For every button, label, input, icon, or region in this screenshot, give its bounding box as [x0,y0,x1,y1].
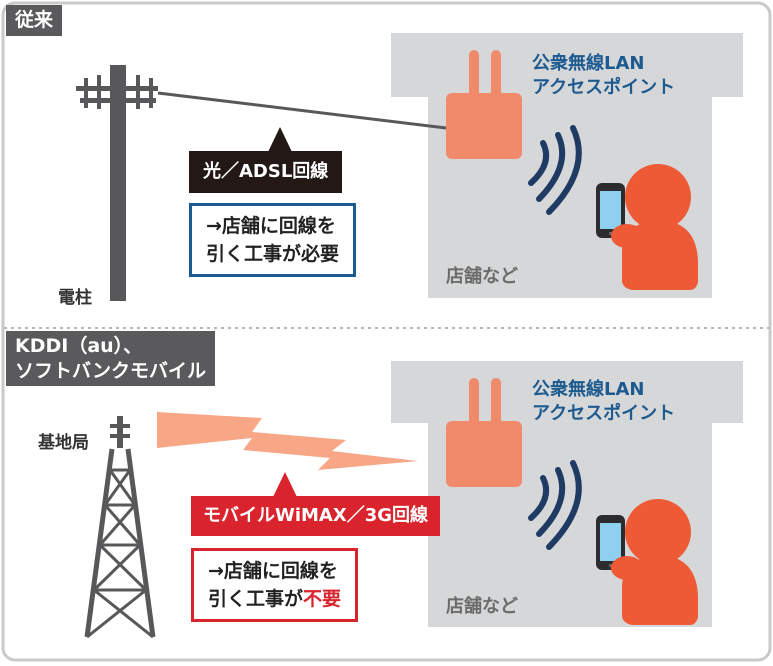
store-label: 店舗など [446,266,518,287]
access-point-label-line2: アクセスポイント [532,77,676,98]
mobile-line-label: モバイルWiMAX／3G回線 [191,496,441,536]
access-point-label-line1: 公衆無線LAN [532,379,645,400]
utility-pole-icon [76,65,158,301]
section-tag-conventional: 従来 [6,5,63,36]
signal-beam-icon [157,412,418,470]
fixed-line-label: 光／ADSL回線 [189,151,343,193]
wifi-waves-icon [528,125,582,215]
hand-bottom [611,556,643,580]
access-point-label-bottom: 公衆無線LAN アクセスポイント [532,378,675,426]
hand-top [611,224,643,248]
construction-note-required: →店舗に回線を 引く工事が必要 [189,203,357,277]
smartphone-icon [596,183,625,238]
note-line2-prefix: 引く工事が [208,588,304,610]
wifi-waves-icon-bottom [528,460,582,550]
carrier-line2: ソフトバンクモバイル [15,359,206,382]
smartphone-icon-bottom [596,515,625,570]
note-line2-accent: 不要 [303,588,342,610]
pole-label: 電柱 [58,288,92,308]
access-point-label-line2: アクセスポイント [532,403,676,424]
radio-tower-icon [84,416,156,639]
note-line1: →店舗に回線を [206,215,336,237]
router-icon-bottom [446,378,522,487]
fixed-line-cable [157,91,447,130]
tower-label: 基地局 [38,433,89,453]
access-point-label: 公衆無線LAN アクセスポイント [532,52,675,100]
store-label-bottom: 店舗など [446,596,518,617]
note-line2: 引く工事が不要 [208,585,341,613]
carrier-line1: KDDI（au）、 [15,335,143,357]
note-line2: 引く工事が必要 [206,243,340,265]
access-point-label-line1: 公衆無線LAN [532,53,645,74]
line-pointer-bottom [273,472,297,497]
construction-note-not-required: →店舗に回線を 引く工事が不要 [191,548,359,622]
section-tag-carriers: KDDI（au）、 ソフトバンクモバイル [6,331,215,387]
note-line1: →店舗に回線を [208,560,338,582]
router-icon [446,50,522,159]
line-pointer-top [268,127,292,152]
